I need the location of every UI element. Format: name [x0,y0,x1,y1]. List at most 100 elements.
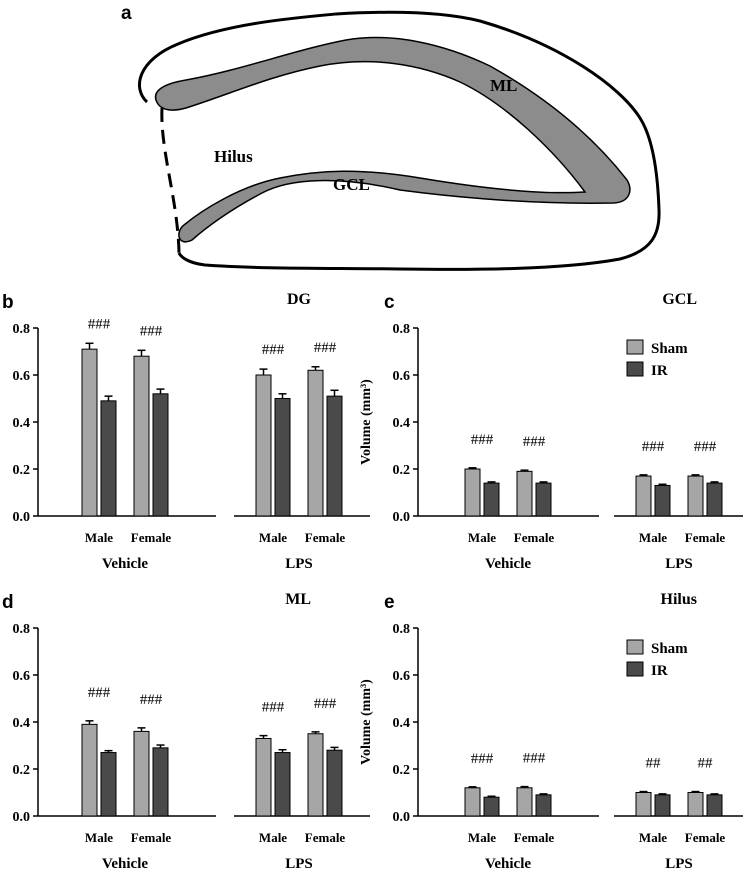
x-group-label: LPS [285,856,313,870]
x-group-label: Vehicle [485,556,531,572]
panel-letter-a: a [121,3,132,24]
y-tick-label: 0.0 [13,510,31,525]
x-category-label: Female [514,530,555,545]
y-tick-label: 0.8 [13,622,31,637]
significance-annotation: ### [314,340,337,356]
bar-ir [100,752,117,817]
y-tick-label: 0.6 [393,369,411,384]
x-group-label: Vehicle [485,856,531,870]
x-group-label: Vehicle [102,856,148,870]
x-category-label: Male [85,530,113,545]
significance-annotation: ### [642,439,665,455]
bar-ir [100,400,117,517]
y-tick-label: 0.6 [13,669,31,684]
hilus-label: Hilus [214,147,253,166]
panel-letter-b: b [2,292,14,313]
x-category-label: Female [131,830,172,845]
bar-ir [535,794,552,817]
hilus-border-dashed [160,107,181,254]
y-tick-label: 0.2 [13,763,31,778]
legend-label-ir: IR [651,663,668,679]
significance-annotation: ### [523,434,546,450]
y-tick-label: 0.4 [13,416,31,431]
significance-annotation: ### [471,751,494,767]
x-category-label: Female [514,830,555,845]
ml-outline [138,10,661,271]
y-axis-label: Volume (mm³) [359,679,374,765]
y-tick-label: 0.8 [13,322,31,337]
x-group-label: Vehicle [102,556,148,572]
legend-swatch-ir [626,661,644,677]
x-category-label: Female [685,530,726,545]
y-tick-label: 0.0 [393,810,411,825]
significance-annotation: ### [523,751,546,767]
bar-sham [307,733,324,817]
legend-swatch-ir [626,361,644,377]
bar-ir [483,482,500,517]
bar-sham [307,369,324,517]
bar-sham [133,355,150,517]
bar-sham [464,787,481,817]
bar-sham [255,737,272,817]
bar-ir [706,482,723,517]
significance-annotation: ### [314,696,337,712]
significance-annotation: ### [88,316,111,332]
significance-annotation: ### [471,432,494,448]
significance-annotation: ## [698,756,714,772]
panel-title: Hilus [661,591,697,608]
significance-annotation: ### [88,685,111,701]
bar-sham [81,723,98,817]
x-category-label: Female [305,830,346,845]
y-tick-label: 0.6 [13,369,31,384]
gcl-label: GCL [333,175,370,194]
significance-annotation: ### [694,439,717,455]
legend-label-ir: IR [651,363,668,379]
bar-ir [706,794,723,817]
bar-ir [654,794,671,817]
y-tick-label: 0.2 [393,763,411,778]
panel-title: DG [287,291,312,308]
panel-title: ML [285,591,311,608]
panel-letter-c: c [384,292,395,313]
x-category-label: Female [305,530,346,545]
legend-label-sham: Sham [651,341,688,357]
x-group-label: LPS [285,556,313,572]
significance-annotation: ### [140,692,163,708]
bar-sham [516,787,533,817]
bar-sham [255,374,272,517]
x-category-label: Male [85,830,113,845]
y-tick-label: 0.8 [393,622,411,637]
x-category-label: Male [468,530,496,545]
bar-sham [464,468,481,517]
y-tick-label: 0.0 [393,510,411,525]
y-tick-label: 0.2 [13,463,31,478]
y-tick-label: 0.0 [13,810,31,825]
bar-sham [133,730,150,817]
panel-letter-e: e [384,592,395,613]
bar-ir [535,482,552,517]
panel-title: GCL [662,291,697,308]
x-category-label: Female [131,530,172,545]
legend-swatch-sham [626,339,644,355]
gcl-layer [154,36,631,243]
y-tick-label: 0.4 [13,716,31,731]
y-axis-label: Volume (mm³) [359,379,374,465]
x-group-label: LPS [665,556,693,572]
y-tick-label: 0.4 [393,716,411,731]
y-tick-label: 0.2 [393,463,411,478]
x-category-label: Male [259,830,287,845]
panel-a: a ML Hilus GCL [121,3,661,271]
y-tick-label: 0.6 [393,669,411,684]
y-tick-label: 0.8 [393,322,411,337]
bar-sham [81,348,98,517]
panel-letter-d: d [2,592,14,613]
bar-ir [152,393,169,517]
bar-ir [326,395,343,517]
bar-sham [635,792,652,817]
bar-ir [274,398,291,517]
significance-annotation: ### [140,323,163,339]
